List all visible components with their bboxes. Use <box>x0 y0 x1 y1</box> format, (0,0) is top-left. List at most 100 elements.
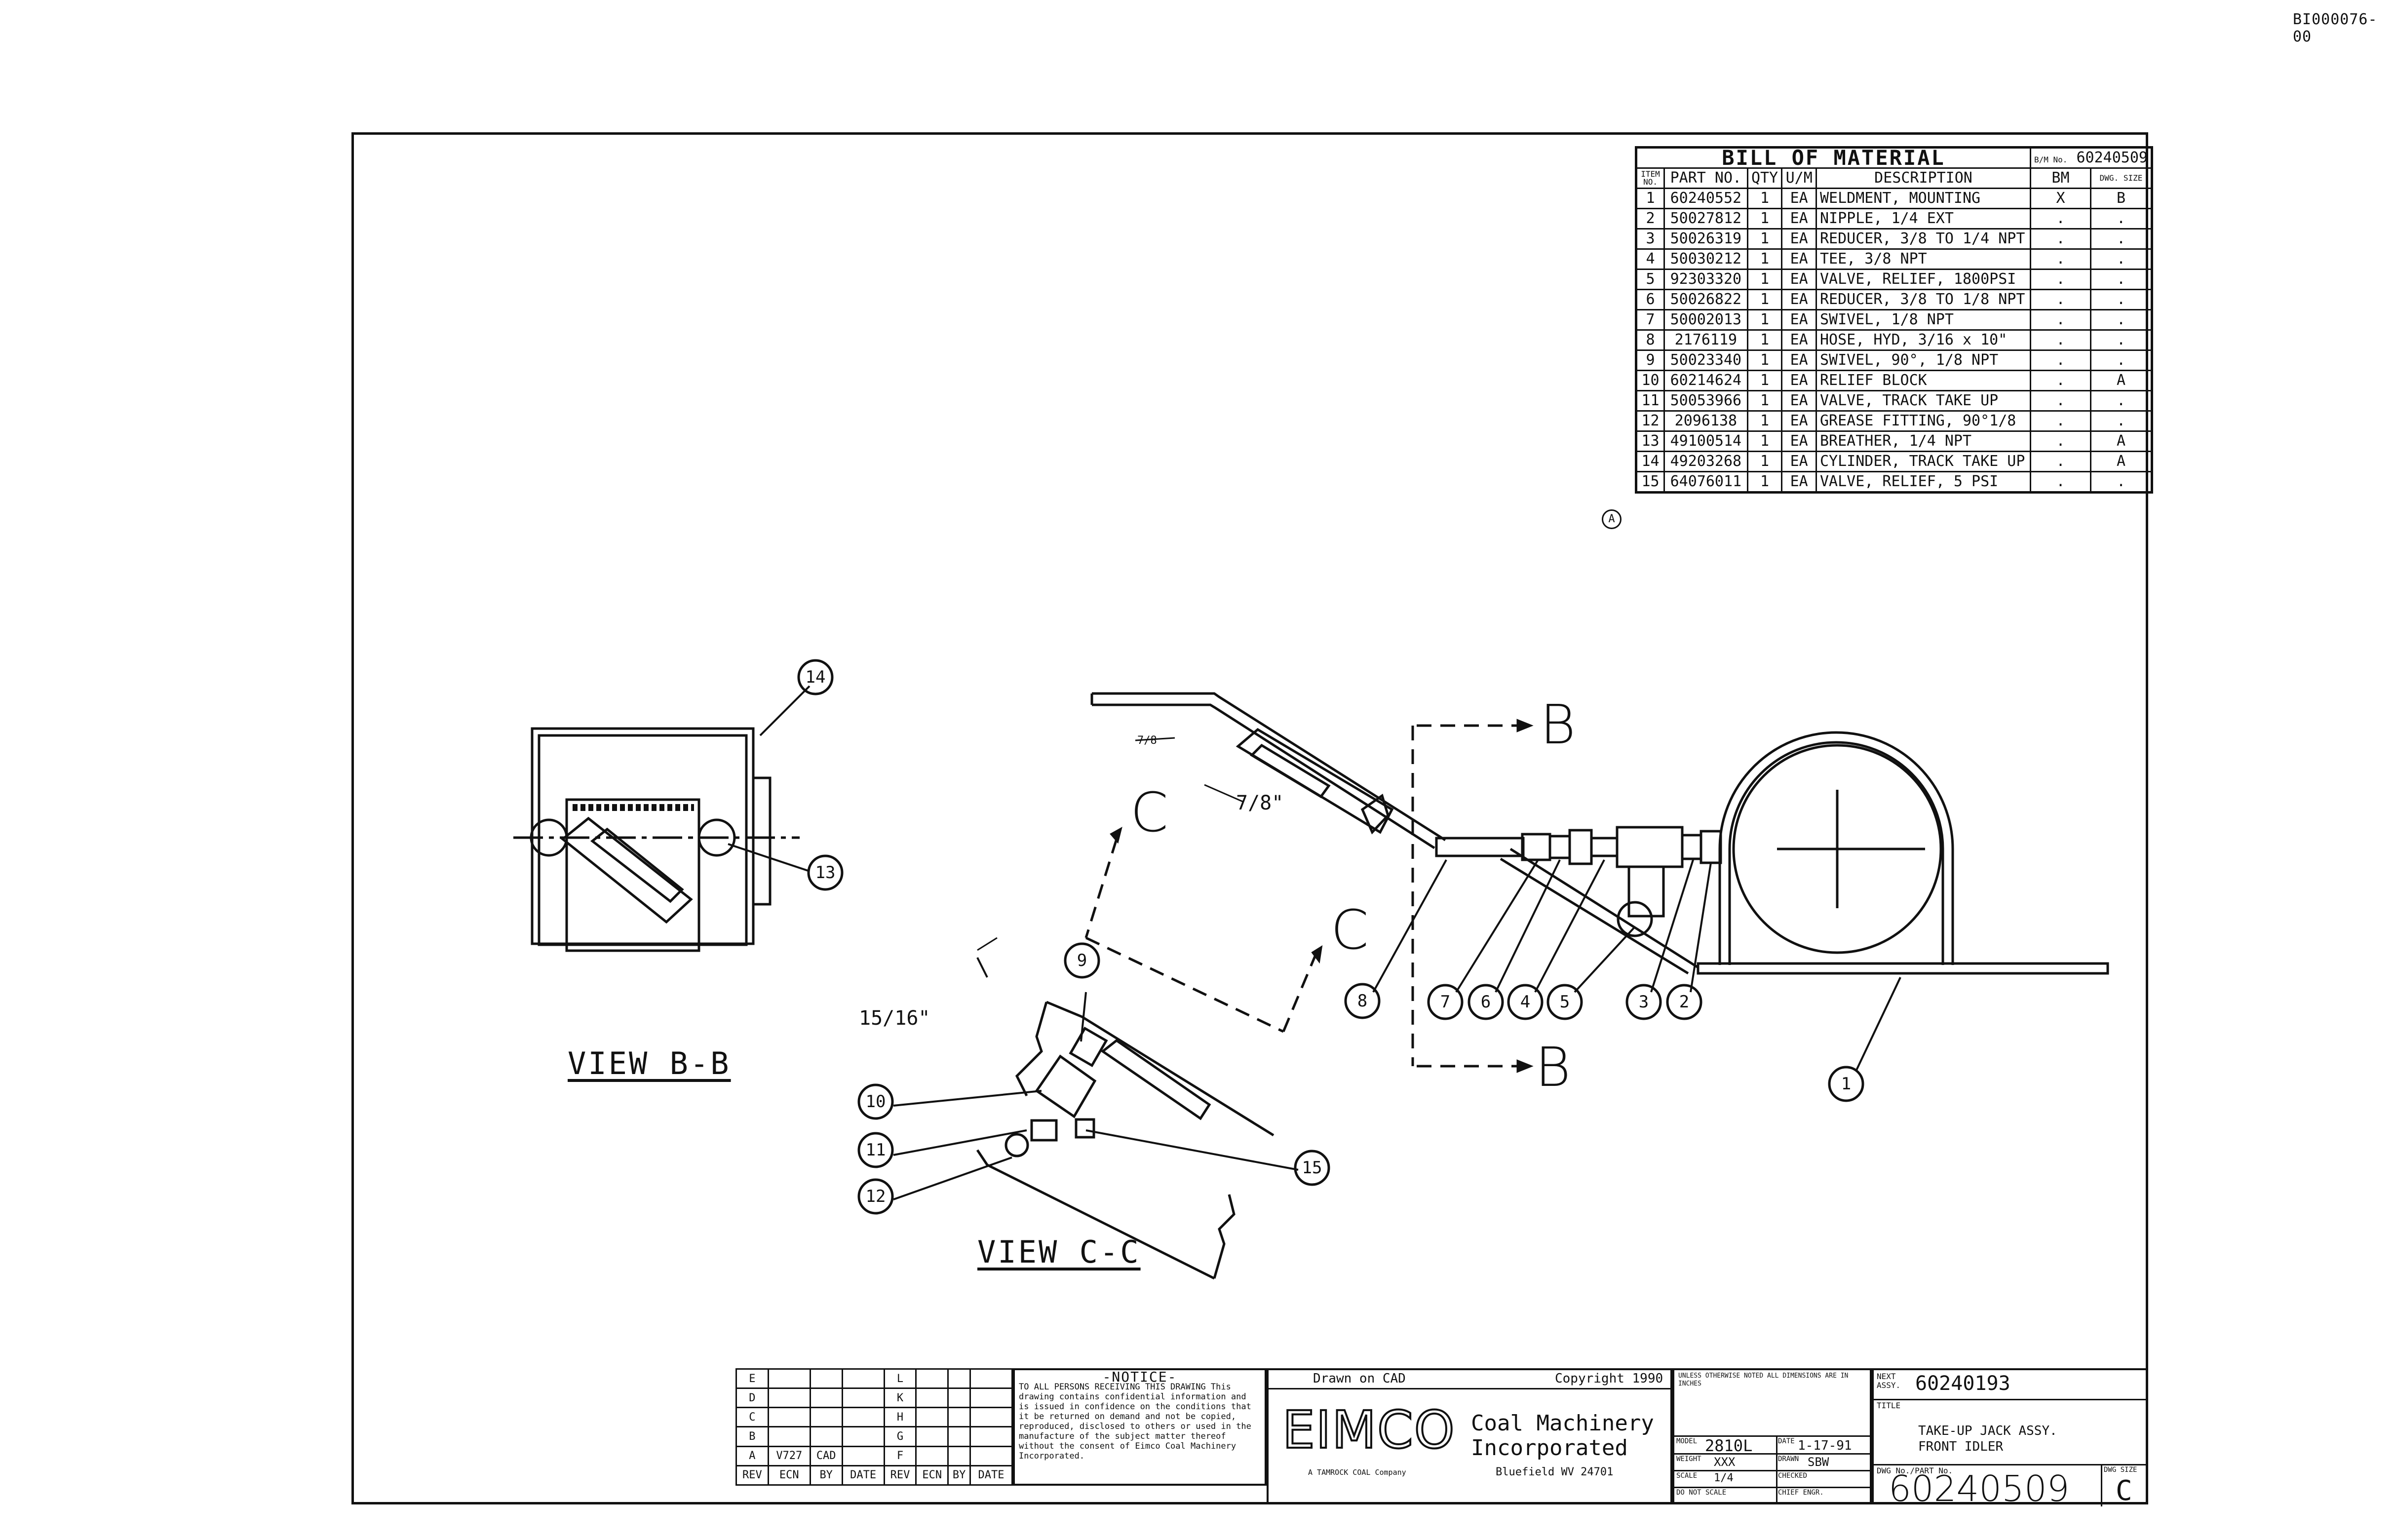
revision-header: BY <box>809 1464 843 1486</box>
bom-cell-item: 2 <box>1635 208 1665 230</box>
bom-cell-qty: 1 <box>1746 329 1783 351</box>
balloon-12: 12 <box>865 1187 886 1206</box>
bom-cell-bm: . <box>2029 430 2092 452</box>
bom-cell-um: EA <box>1781 228 1817 250</box>
bom-cell-desc: BREATHER, 1/4 NPT <box>1816 430 2031 452</box>
bom-column-header: ITEM NO. <box>1635 167 1665 189</box>
revision-cell: A <box>735 1445 769 1466</box>
revision-cell <box>947 1387 971 1409</box>
bom-cell-item: 15 <box>1635 471 1665 493</box>
bom-column-header: QTY <box>1746 167 1783 189</box>
bom-cell-part: 64076011 <box>1663 471 1748 493</box>
bom-cell-um: EA <box>1781 430 1817 452</box>
bom-cell-qty: 1 <box>1746 390 1783 412</box>
revision-cell <box>969 1407 1013 1428</box>
balloon-circle-14 <box>797 659 834 695</box>
bom-cell-item: 5 <box>1635 269 1665 290</box>
revision-cell <box>841 1445 885 1466</box>
bom-column-header: PART NO. <box>1663 167 1748 189</box>
bom-cell-bm: . <box>2029 248 2092 270</box>
section-c-right: C <box>1331 898 1369 962</box>
bom-cell-bm: . <box>2029 289 2092 310</box>
bom-cell-item: 11 <box>1635 390 1665 412</box>
bom-cell-qty: 1 <box>1746 451 1783 472</box>
revision-cell: D <box>735 1387 769 1409</box>
bom-cell-desc: SWIVEL, 1/8 NPT <box>1816 309 2031 331</box>
item-balloons <box>797 659 1864 1215</box>
balloon-7: 7 <box>1440 992 1451 1012</box>
balloon-4: 4 <box>1520 992 1531 1012</box>
revision-header: ECN <box>915 1464 949 1486</box>
bom-cell-um: EA <box>1781 188 1817 209</box>
balloon-circle-5 <box>1546 984 1583 1020</box>
revision-cell <box>915 1407 949 1428</box>
revision-header: REV <box>883 1464 917 1486</box>
bom-cell-bm: . <box>2029 269 2092 290</box>
model-block: UNLESS OTHERWISE NOTED ALL DIMENSIONS AR… <box>1672 1368 1872 1504</box>
drawing-title-block: NEXT ASSY. 60240193 TITLE TAKE-UP JACK A… <box>1872 1368 2148 1509</box>
balloon-circle-9 <box>1064 942 1100 979</box>
revision-cell <box>767 1407 811 1428</box>
section-arrows <box>1110 719 1534 1073</box>
revision-header: REV <box>735 1464 769 1486</box>
bom-cell-size: A <box>2090 370 2153 391</box>
bom-cell-um: EA <box>1781 269 1817 290</box>
bom-cell-um: EA <box>1781 390 1817 412</box>
bom-cell-part: 2176119 <box>1663 329 1748 351</box>
balloon-9: 9 <box>1077 951 1087 970</box>
bom-cell-item: 3 <box>1635 228 1665 250</box>
dim-78: 7/8" <box>1236 792 1284 814</box>
bom-cell-bm: X <box>2029 188 2092 209</box>
bom-cell-part: 50026822 <box>1663 289 1748 310</box>
revision-cell: V727 <box>767 1445 811 1466</box>
bom-cell-desc: TEE, 3/8 NPT <box>1816 248 2031 270</box>
eimco-logo: EIMCO <box>1281 1399 1456 1461</box>
drawing-border <box>351 132 2148 1504</box>
bom-cell-qty: 1 <box>1746 248 1783 270</box>
revision-cell <box>947 1368 971 1389</box>
bom-cell-part: 60214624 <box>1663 370 1748 391</box>
view-cc-geometry <box>976 957 1275 1280</box>
bom-cell-item: 14 <box>1635 451 1665 472</box>
revision-cell <box>809 1368 843 1389</box>
revision-cell: B <box>735 1426 769 1447</box>
bom-cell-size: . <box>2090 410 2153 432</box>
bom-cell-qty: 1 <box>1746 228 1783 250</box>
bom-cell-size: . <box>2090 309 2153 331</box>
revision-cell: L <box>883 1368 917 1389</box>
bom-cell-um: EA <box>1781 410 1817 432</box>
bom-cell-um: EA <box>1781 349 1817 371</box>
bom-cell-bm: . <box>2029 390 2092 412</box>
balloon-circle-4 <box>1507 984 1544 1020</box>
revision-cell <box>947 1407 971 1428</box>
bom-cell-size: . <box>2090 269 2153 290</box>
company-block: Drawn on CAD Copyright 1990 EIMCO Coal M… <box>1267 1368 1672 1504</box>
bom-cell-desc: CYLINDER, TRACK TAKE UP <box>1816 451 2031 472</box>
drawing-title-line2: FRONT IDLER <box>1918 1439 2004 1454</box>
bom-cell-size: . <box>2090 390 2153 412</box>
bom-cell-um: EA <box>1781 309 1817 331</box>
bom-cell-desc: HOSE, HYD, 3/16 x 10" <box>1816 329 2031 351</box>
revision-cell: C <box>735 1407 769 1428</box>
bom-cell-desc: NIPPLE, 1/4 EXT <box>1816 208 2031 230</box>
main-view-geometry <box>1090 692 2109 975</box>
bom-cell-um: EA <box>1781 471 1817 493</box>
bom-column-header: DESCRIPTION <box>1816 167 2031 189</box>
revision-header: BY <box>947 1464 971 1486</box>
bom-cell-bm: . <box>2029 349 2092 371</box>
bom-cell-qty: 1 <box>1746 269 1783 290</box>
revision-cell <box>809 1407 843 1428</box>
balloon-3: 3 <box>1638 992 1649 1012</box>
drawing-number: 60240509 <box>1889 1468 2070 1509</box>
bom-cell-part: 50023340 <box>1663 349 1748 371</box>
bom-number: B/M No. 60240509 <box>2029 147 2153 169</box>
revision-cell <box>841 1368 885 1389</box>
revision-cell <box>915 1368 949 1389</box>
